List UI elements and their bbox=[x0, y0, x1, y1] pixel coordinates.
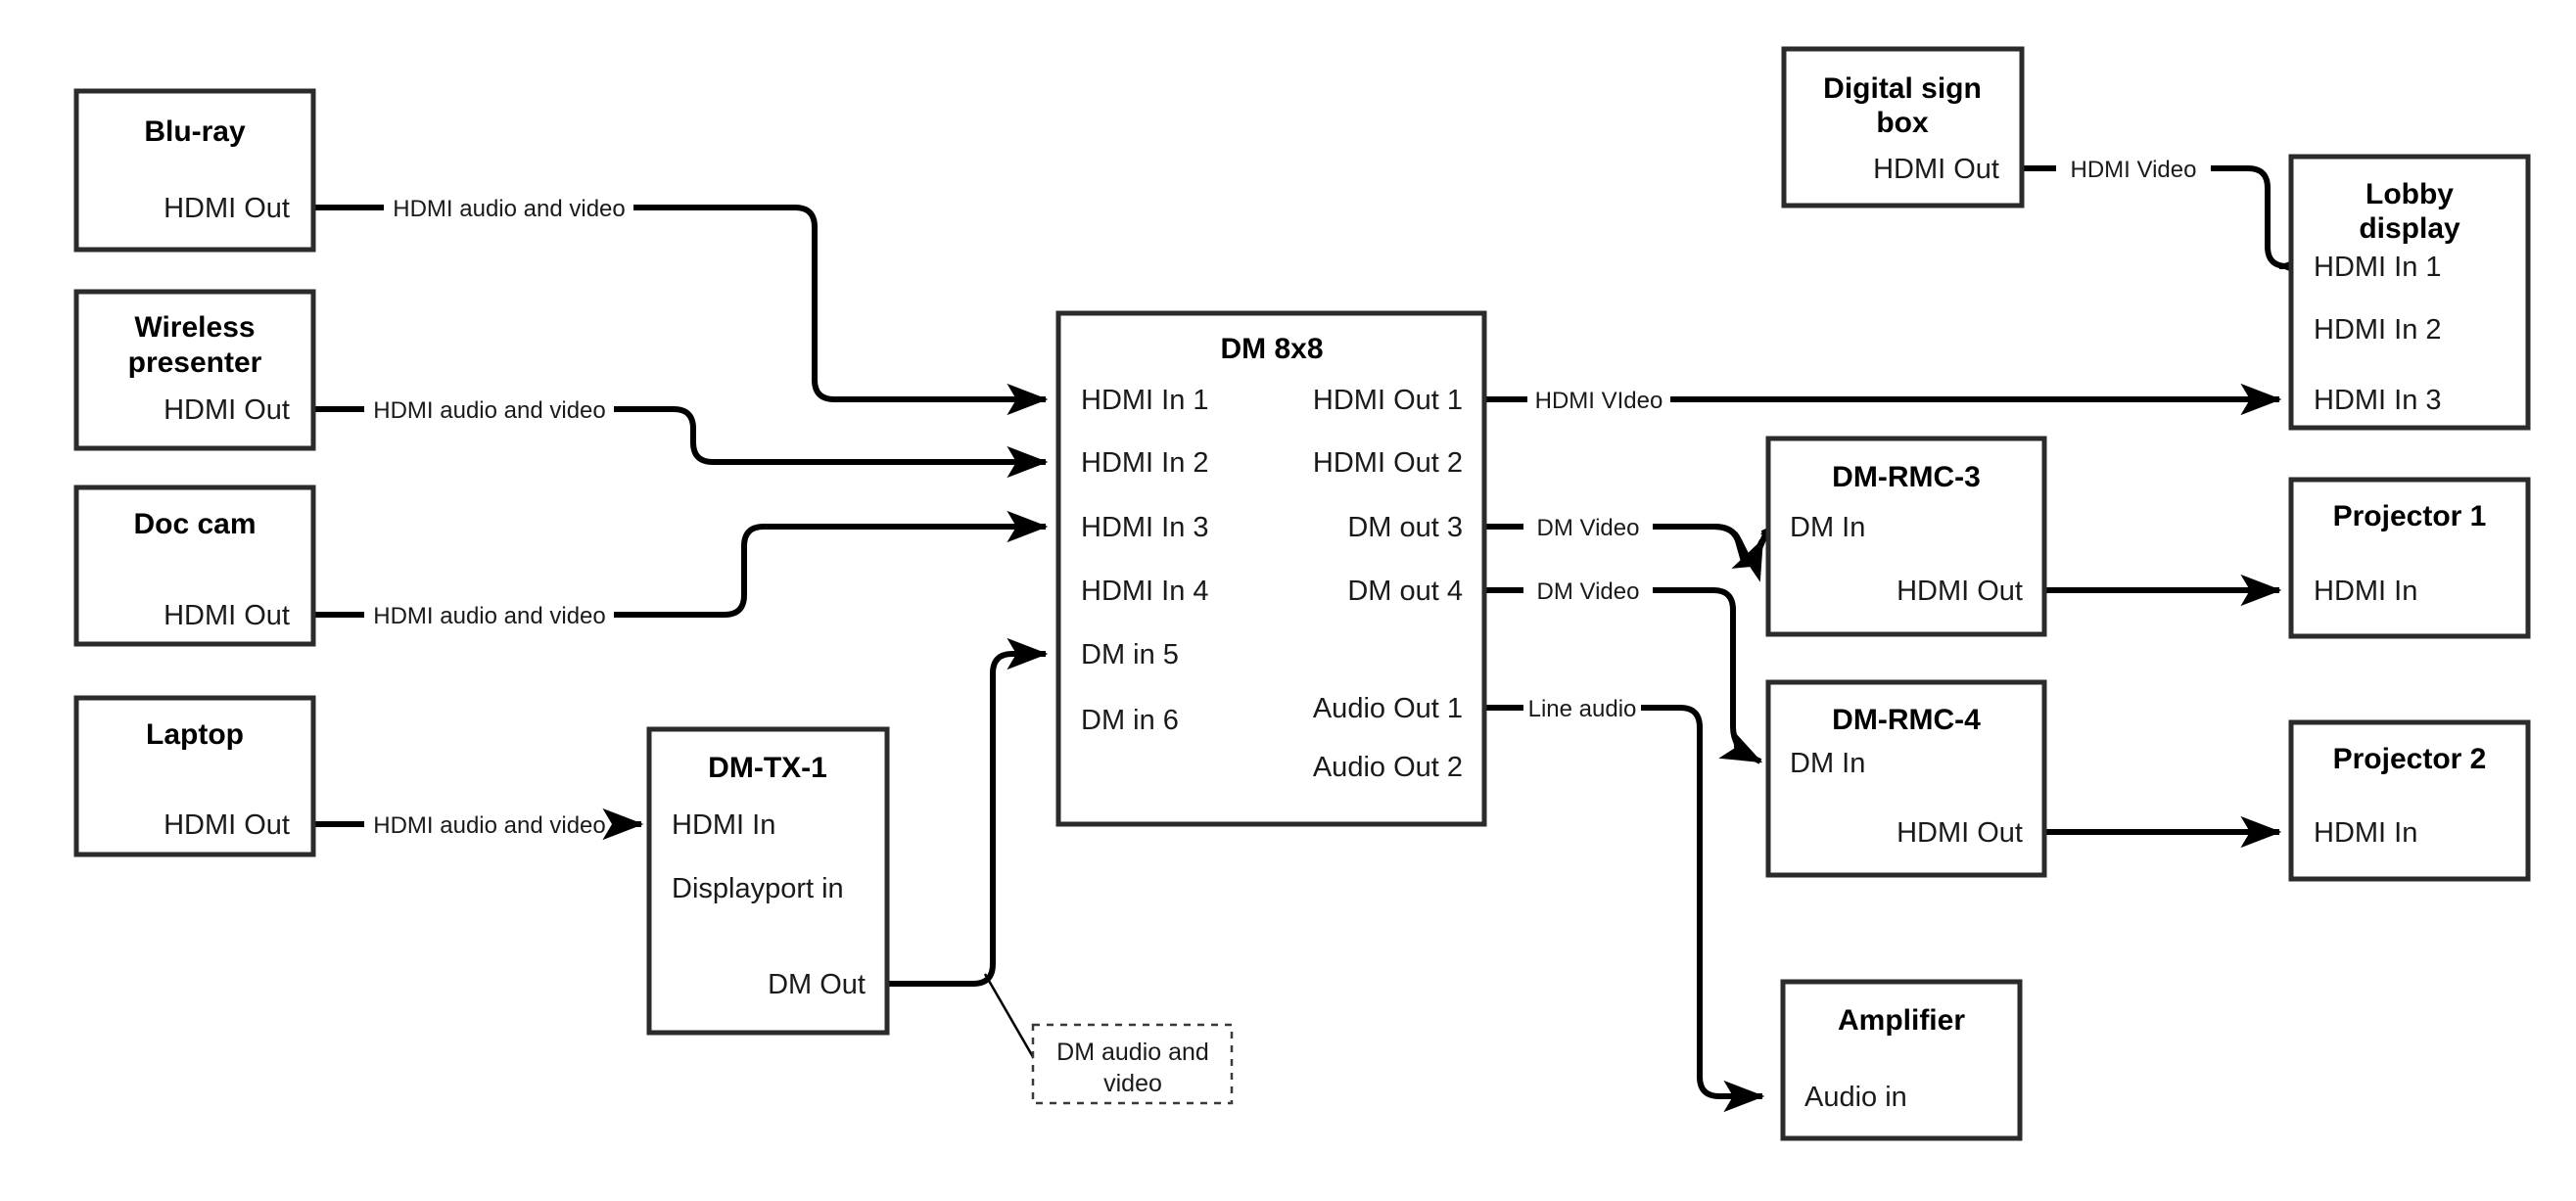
device-wireless-presenter[interactable]: Wireless presenter HDMI Out bbox=[73, 289, 316, 451]
dm-tx-1-port-dm-out: DM Out bbox=[768, 969, 866, 1000]
dm-rmc-4-port-hdmi-out: HDMI Out bbox=[1897, 817, 2023, 849]
dm-8x8-input-hdmi-in-4: HDMI In 4 bbox=[1081, 576, 1209, 607]
blu-ray-box[interactable] bbox=[73, 88, 316, 253]
projector-2-title: Projector 2 bbox=[2333, 743, 2487, 775]
lobby-display-title-line-2: display bbox=[2359, 212, 2460, 245]
device-dm-tx-1[interactable]: DM-TX-1 HDMI In Displayport in DM Out bbox=[646, 726, 890, 1036]
device-amplifier[interactable]: Amplifier Audio in bbox=[1780, 979, 2023, 1141]
dm-tx-1-port-displayport-in: Displayport in bbox=[672, 873, 844, 904]
dm-8x8-input-dm-in-5: DM in 5 bbox=[1081, 639, 1179, 670]
amplifier-title: Amplifier bbox=[1838, 1004, 1965, 1037]
label-hdmi-out-1-link: HDMI VIdeo bbox=[1535, 388, 1663, 414]
link-audio-out-1-to-amplifier bbox=[1484, 705, 1762, 1096]
doc-cam-title: Doc cam bbox=[133, 508, 256, 540]
projector-2-port-hdmi-in: HDMI In bbox=[2314, 817, 2417, 849]
link-dm-tx-1-to-dm-in-5 bbox=[887, 637, 1049, 987]
dm-8x8-input-hdmi-in-1: HDMI In 1 bbox=[1081, 385, 1209, 416]
link-blu-ray-to-dm-in-1 bbox=[313, 205, 1046, 399]
dm-8x8-input-hdmi-in-2: HDMI In 2 bbox=[1081, 447, 1209, 479]
device-projector-1[interactable]: Projector 1 HDMI In bbox=[2288, 477, 2531, 639]
label-doc-cam-link: HDMI audio and video bbox=[373, 603, 605, 629]
lobby-display-title-line-1: Lobby bbox=[2365, 178, 2454, 210]
dm-8x8-box[interactable] bbox=[1055, 310, 1487, 827]
digital-sign-box-title-line-1: Digital sign bbox=[1823, 72, 1982, 105]
projector-1-port-hdmi-in: HDMI In bbox=[2314, 576, 2417, 607]
device-dm-rmc-3[interactable]: DM-RMC-3 DM In HDMI Out bbox=[1765, 436, 2047, 637]
link-wireless-to-dm-in-2 bbox=[313, 406, 1046, 462]
blu-ray-title: Blu-ray bbox=[144, 115, 246, 148]
label-audio-out-1-link: Line audio bbox=[1528, 696, 1637, 722]
digital-sign-box-title-line-2: box bbox=[1876, 107, 1929, 139]
dm-8x8-title: DM 8x8 bbox=[1220, 333, 1323, 365]
label-laptop-link: HDMI audio and video bbox=[373, 812, 605, 839]
device-doc-cam[interactable]: Doc cam HDMI Out bbox=[73, 485, 316, 647]
lobby-display-input-hdmi-in-1: HDMI In 1 bbox=[2314, 252, 2442, 283]
dm-rmc-4-box[interactable] bbox=[1765, 679, 2047, 878]
device-projector-2[interactable]: Projector 2 HDMI In bbox=[2288, 719, 2531, 882]
dm-rmc-3-title: DM-RMC-3 bbox=[1832, 461, 1981, 493]
dm-rmc-4-port-dm-in: DM In bbox=[1790, 748, 1865, 779]
leader-dm-tx-1-note bbox=[983, 973, 1038, 1063]
projector-2-box[interactable] bbox=[2288, 719, 2531, 882]
label-wireless-link: HDMI audio and video bbox=[373, 397, 605, 424]
wireless-presenter-title-line-1: Wireless bbox=[134, 311, 255, 344]
link-sign-box-to-lobby-in-1 bbox=[2021, 165, 2287, 266]
dm-tx-1-port-hdmi-in: HDMI In bbox=[672, 809, 775, 841]
device-digital-sign-box[interactable]: Digital sign box HDMI Out bbox=[1781, 46, 2025, 208]
label-sign-box-link: HDMI Video bbox=[2071, 157, 2197, 183]
dm-8x8-output-audio-out-1: Audio Out 1 bbox=[1313, 693, 1463, 724]
laptop-box[interactable] bbox=[73, 695, 316, 857]
dm-audio-video-note-box bbox=[1031, 1023, 1234, 1105]
dm-8x8-output-dm-out-3: DM out 3 bbox=[1347, 512, 1463, 543]
lobby-display-input-hdmi-in-3: HDMI In 3 bbox=[2314, 385, 2442, 416]
device-dm-8x8[interactable]: DM 8x8 HDMI In 1 HDMI In 2 HDMI In 3 HDM… bbox=[1055, 310, 1487, 827]
label-dm-out-3-link: DM Video bbox=[1537, 515, 1640, 541]
dm-tx-1-box[interactable] bbox=[646, 726, 890, 1036]
laptop-port-hdmi-out: HDMI Out bbox=[164, 809, 290, 841]
dm-tx-1-title: DM-TX-1 bbox=[708, 752, 827, 784]
blu-ray-port-hdmi-out: HDMI Out bbox=[164, 193, 290, 224]
projector-1-title: Projector 1 bbox=[2333, 500, 2487, 532]
doc-cam-port-hdmi-out: HDMI Out bbox=[164, 600, 290, 631]
device-lobby-display[interactable]: Lobby display HDMI In 1 HDMI In 2 HDMI I… bbox=[2288, 154, 2531, 431]
dm-8x8-output-hdmi-out-1: HDMI Out 1 bbox=[1313, 385, 1463, 416]
lobby-display-input-hdmi-in-2: HDMI In 2 bbox=[2314, 314, 2442, 346]
amplifier-box[interactable] bbox=[1780, 979, 2023, 1141]
label-blu-ray-link: HDMI audio and video bbox=[393, 196, 625, 222]
device-dm-rmc-4[interactable]: DM-RMC-4 DM In HDMI Out bbox=[1765, 679, 2047, 878]
doc-cam-box[interactable] bbox=[73, 485, 316, 647]
dm-8x8-input-hdmi-in-3: HDMI In 3 bbox=[1081, 512, 1209, 543]
lobby-display-box[interactable] bbox=[2288, 154, 2531, 431]
device-blu-ray[interactable]: Blu-ray HDMI Out bbox=[73, 88, 316, 253]
dm-8x8-output-audio-out-2: Audio Out 2 bbox=[1313, 752, 1463, 783]
dm-rmc-3-port-hdmi-out: HDMI Out bbox=[1897, 576, 2023, 607]
dm-audio-video-note-line-2: video bbox=[1103, 1070, 1162, 1097]
note-dm-audio-and-video: DM audio and video bbox=[1031, 1023, 1234, 1105]
dm-8x8-output-hdmi-out-2: HDMI Out 2 bbox=[1313, 447, 1463, 479]
wireless-presenter-port-hdmi-out: HDMI Out bbox=[164, 394, 290, 426]
dm-audio-video-note-line-1: DM audio and bbox=[1056, 1039, 1209, 1066]
dm-8x8-input-dm-in-6: DM in 6 bbox=[1081, 705, 1179, 736]
digital-sign-box-box[interactable] bbox=[1781, 46, 2025, 208]
dm-8x8-output-dm-out-4: DM out 4 bbox=[1347, 576, 1463, 607]
projector-1-box[interactable] bbox=[2288, 477, 2531, 639]
laptop-title: Laptop bbox=[146, 718, 244, 751]
device-laptop[interactable]: Laptop HDMI Out bbox=[73, 695, 316, 857]
wireless-presenter-box[interactable] bbox=[73, 289, 316, 451]
dm-rmc-3-box[interactable] bbox=[1765, 436, 2047, 637]
link-dm-out-4-to-rmc-4 bbox=[1484, 587, 1760, 762]
amplifier-port-audio-in: Audio in bbox=[1804, 1082, 1907, 1113]
label-dm-out-4-link: DM Video bbox=[1537, 578, 1640, 605]
digital-sign-box-port-hdmi-out: HDMI Out bbox=[1873, 154, 1999, 185]
link-dm-out-3-to-rmc-3-tail bbox=[1653, 524, 1765, 582]
dm-rmc-4-title: DM-RMC-4 bbox=[1832, 704, 1981, 736]
link-doc-cam-to-dm-in-3 bbox=[313, 527, 1046, 618]
dm-rmc-3-port-dm-in: DM In bbox=[1790, 512, 1865, 543]
wireless-presenter-title-line-2: presenter bbox=[128, 346, 262, 379]
